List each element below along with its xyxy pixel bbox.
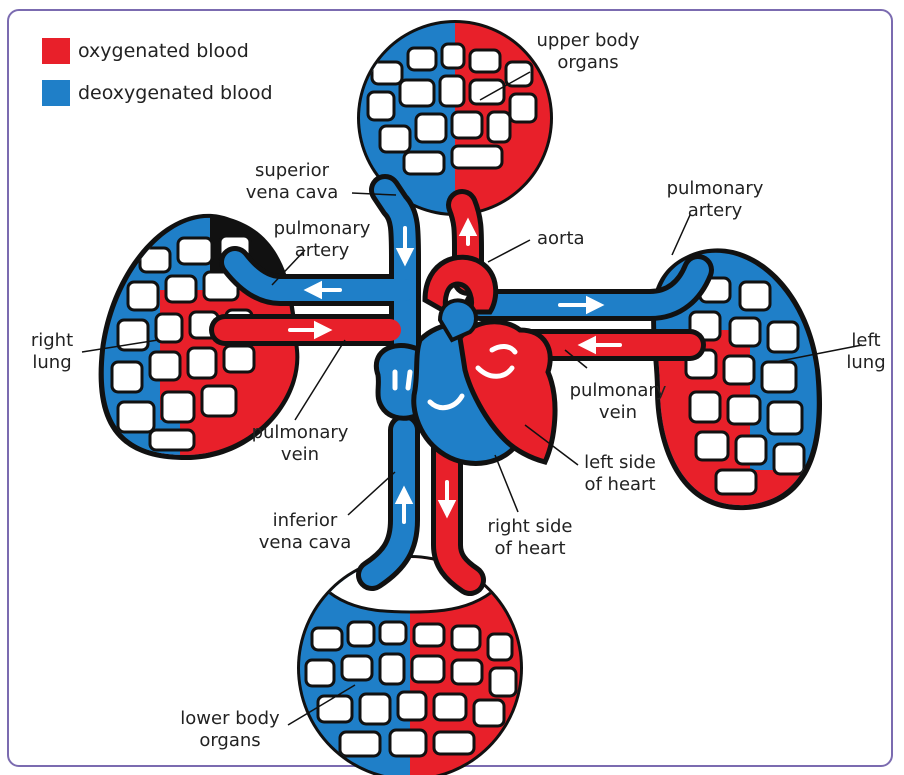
label-pulmonary-artery-right: pulmonary artery (262, 218, 382, 262)
legend-deoxygenated: deoxygenated blood (42, 80, 273, 106)
label-pulmonary-vein-right: pulmonary vein (240, 422, 360, 466)
label-lower-body-organs: lower body organs (170, 708, 290, 752)
label-pulmonary-vein-left: pulmonary vein (558, 380, 678, 424)
label-aorta: aorta (537, 228, 585, 250)
label-upper-body-organs: upper body organs (528, 30, 648, 74)
label-superior-vena-cava: superior vena cava (232, 160, 352, 204)
label-right-side-of-heart: right side of heart (470, 516, 590, 560)
label-right-lung: right lung (22, 330, 82, 374)
lower-body-organs-capillary-bed (295, 555, 530, 775)
label-left-side-of-heart: left side of heart (565, 452, 675, 496)
label-left-lung: left lung (836, 330, 896, 374)
oxygenated-swatch (42, 38, 70, 64)
deoxygenated-swatch (42, 80, 70, 106)
label-inferior-vena-cava: inferior vena cava (245, 510, 365, 554)
legend-deoxygenated-label: deoxygenated blood (78, 82, 273, 104)
label-pulmonary-artery-left: pulmonary artery (650, 178, 780, 222)
legend-oxygenated: oxygenated blood (42, 38, 249, 64)
legend-oxygenated-label: oxygenated blood (78, 40, 249, 62)
